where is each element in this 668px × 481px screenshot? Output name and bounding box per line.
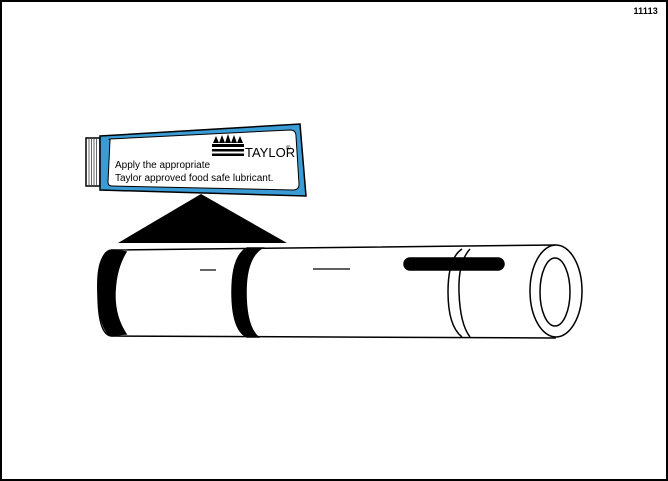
tube-instruction-line1: Apply the appropriate — [115, 160, 211, 171]
shaft-step-shoulder-inner — [458, 248, 471, 338]
taylor-crown-logo — [212, 134, 244, 156]
shaft-step-shoulder — [447, 248, 463, 338]
tube-brand-mark: ® — [286, 145, 291, 152]
apply-indicator-triangle — [118, 194, 287, 243]
tube-label — [107, 129, 300, 191]
figure-number: 11113 — [633, 6, 658, 16]
shaft-o-ring — [231, 247, 265, 338]
shaft-right-end-inner — [539, 257, 571, 327]
tube-brand: TAYLOR — [245, 145, 295, 160]
shaft-end-ring — [97, 249, 128, 337]
tube-instruction-line2: Taylor approved food safe lubricant. — [115, 173, 273, 184]
tube-crimp — [85, 137, 101, 187]
shaft-part — [97, 244, 583, 339]
lubricant-tube: TAYLOR ® Apply the appropriate Taylor ap… — [85, 123, 307, 197]
